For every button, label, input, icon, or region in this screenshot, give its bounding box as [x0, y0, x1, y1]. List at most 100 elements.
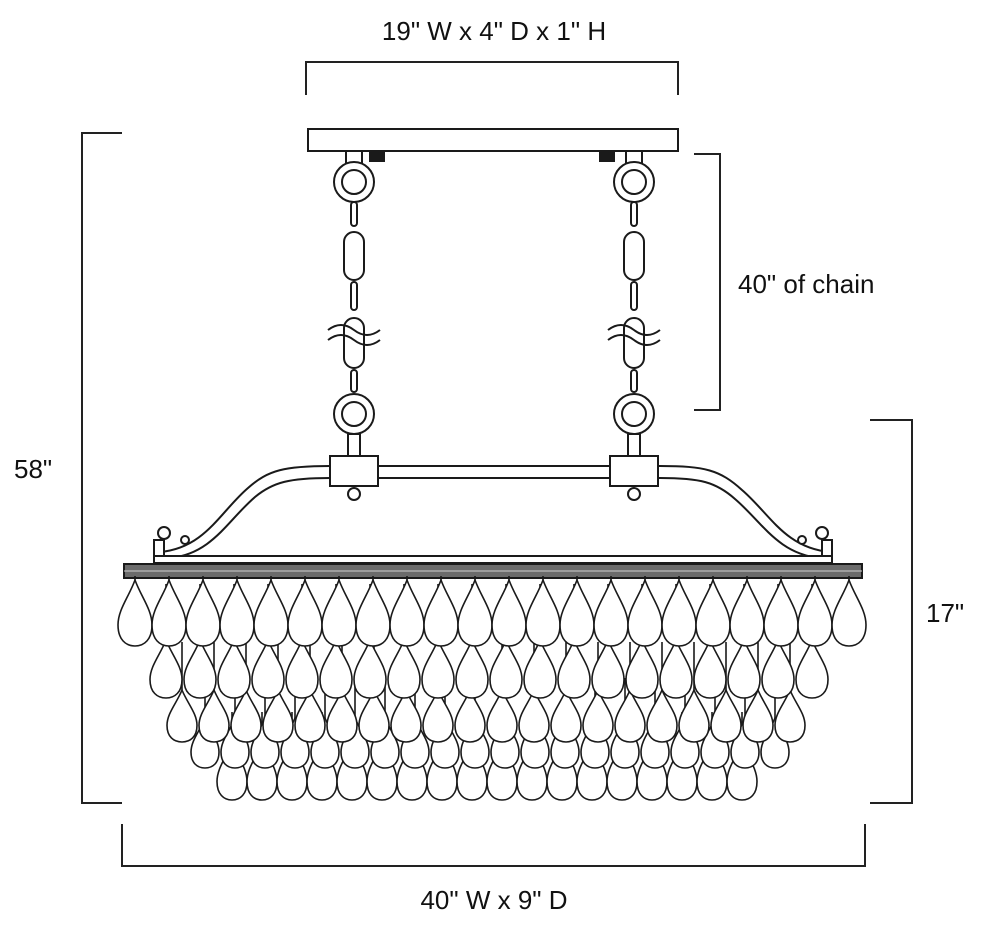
hanger-knob-right — [627, 487, 641, 501]
crystal-drop — [456, 739, 488, 801]
crystal-drop — [742, 687, 774, 743]
end-nut-right — [797, 535, 807, 545]
chain-link — [623, 231, 645, 281]
crystal-drop — [523, 637, 557, 699]
chain-right — [607, 150, 661, 457]
body-size-label: 40" W x 9" D — [420, 885, 567, 915]
crystal-drop — [185, 577, 221, 647]
hanger-block-right — [609, 455, 659, 487]
end-nut-left — [180, 535, 190, 545]
chain-link — [630, 369, 638, 393]
crystal-drop — [550, 687, 582, 743]
crystal-drop — [727, 637, 761, 699]
hanger-block-left — [329, 455, 379, 487]
crystal-drop — [666, 739, 698, 801]
canopy-plate — [307, 128, 679, 152]
crystal-drop — [117, 577, 153, 647]
crystal-drop — [216, 739, 248, 801]
chain-top-ring-inner — [341, 169, 367, 195]
crystal-drop — [253, 577, 289, 647]
chain-break-mark — [327, 334, 381, 346]
crystal-drop — [646, 687, 678, 743]
crystal-drop — [430, 715, 460, 769]
crystal-drop — [761, 637, 795, 699]
canopy — [307, 128, 679, 162]
crystal-drop — [198, 687, 230, 743]
chain-top-ring — [333, 161, 375, 203]
crystal-drop — [763, 577, 799, 647]
crystal-drop — [366, 739, 398, 801]
crystal-drop — [678, 687, 710, 743]
chain-bottom-ring-inner — [341, 401, 367, 427]
crystal-drops — [117, 576, 867, 801]
chain-left — [327, 150, 381, 457]
crystal-drop — [610, 715, 640, 769]
chain-link — [350, 369, 358, 393]
canopy-width-bracket — [305, 61, 679, 95]
chain-break-mark — [607, 324, 661, 336]
crystal-drop — [486, 687, 518, 743]
crystal-drop — [149, 637, 183, 699]
crystal-drop — [326, 687, 358, 743]
crystal-drop — [486, 739, 518, 801]
crystal-drop — [336, 739, 368, 801]
chain-stem — [347, 433, 361, 457]
crystal-drop — [640, 715, 670, 769]
crystal-drop — [774, 687, 806, 743]
crystal-drop — [576, 739, 608, 801]
crystal-drop — [695, 577, 731, 647]
canopy-screw-left — [369, 150, 385, 162]
crystal-drop — [183, 637, 217, 699]
chain-link — [623, 317, 645, 369]
crystal-drop — [490, 715, 520, 769]
crystal-drop — [219, 577, 255, 647]
chain-link — [630, 281, 638, 311]
canopy-dimension-label: 19" W x 4" D x 1" H — [382, 16, 606, 46]
crystal-drop — [661, 577, 697, 647]
overall-height-label: 58" — [14, 454, 52, 484]
crystal-drop — [353, 637, 387, 699]
crystal-drop — [389, 577, 425, 647]
crystal-drop — [355, 577, 391, 647]
crystal-drop — [518, 687, 550, 743]
chain-link — [343, 317, 365, 369]
crystal-drop — [217, 637, 251, 699]
chain-length-label: 40" of chain — [738, 269, 874, 299]
crystal-drop — [454, 687, 486, 743]
frame-arm-inner — [169, 477, 821, 559]
body-height-label: 17" — [926, 598, 964, 628]
crystal-drop — [557, 637, 591, 699]
crystal-drop — [246, 739, 278, 801]
crystal-drop — [795, 637, 829, 699]
crystal-drop — [489, 637, 523, 699]
crystal-drop — [831, 577, 867, 647]
chain-length-bracket — [694, 153, 721, 411]
crystal-drop — [550, 715, 580, 769]
chain-link — [630, 201, 638, 227]
chain-break-mark — [607, 334, 661, 346]
crystal-drop — [580, 715, 610, 769]
crystal-drop — [358, 687, 390, 743]
chain-bottom-ring — [333, 393, 375, 435]
crystal-drop — [614, 687, 646, 743]
body-width-bracket — [121, 824, 866, 867]
end-knob-left — [157, 526, 171, 540]
crystal-drop — [387, 637, 421, 699]
crystal-drop — [729, 577, 765, 647]
crystal-drop — [591, 637, 625, 699]
crystal-drop — [423, 577, 459, 647]
dimension-brackets — [81, 61, 913, 867]
overall-height-bracket — [81, 132, 122, 804]
crystal-drop — [457, 577, 493, 647]
crystal-drop — [797, 577, 833, 647]
crystal-drop — [151, 577, 187, 647]
crystal-drop — [251, 637, 285, 699]
crystal-drop — [546, 739, 578, 801]
frame — [123, 455, 863, 579]
crystal-drop — [422, 687, 454, 743]
end-knob-right — [815, 526, 829, 540]
crystal-drop — [625, 637, 659, 699]
crystal-drop — [287, 577, 323, 647]
chain-bottom-ring — [613, 393, 655, 435]
crystal-drop — [696, 739, 728, 801]
